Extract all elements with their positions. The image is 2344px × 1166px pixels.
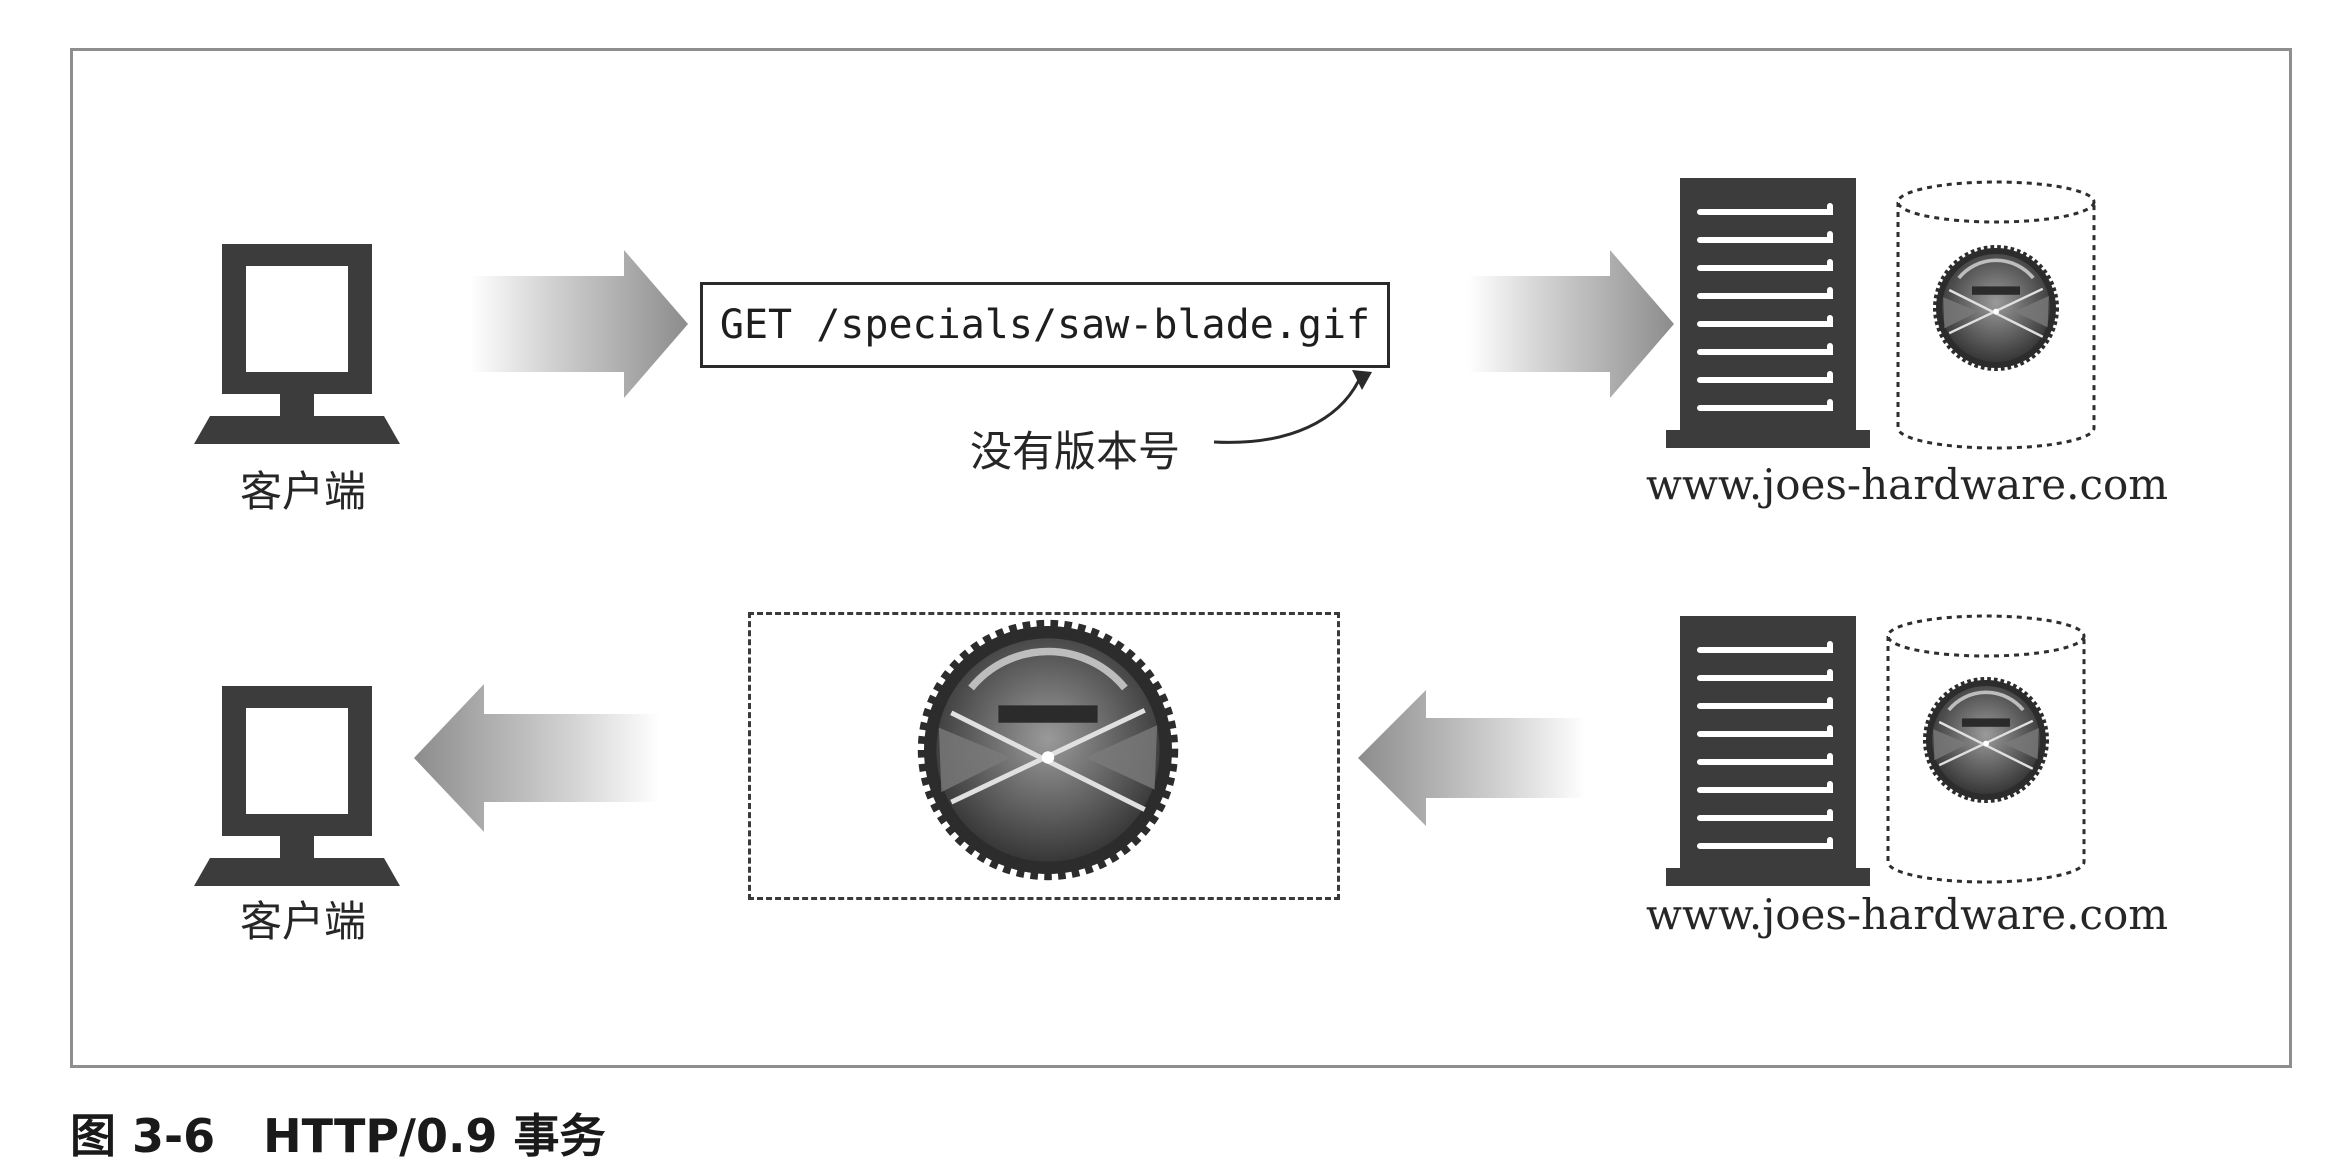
figure-caption: 图 3-6 HTTP/0.9 事务 (70, 1100, 605, 1166)
saw-blade-icon (1926, 680, 2046, 800)
server-icon (1666, 616, 1870, 886)
annotation-label: 没有版本号 (970, 427, 1181, 476)
arrow-left-icon (414, 684, 660, 832)
server-label: www.joes-hardware.com (1646, 890, 2169, 939)
annotation-pointer (1213, 377, 1362, 444)
response-body-box (748, 612, 1340, 900)
server-label: www.joes-hardware.com (1646, 460, 2169, 509)
client-label: 客户端 (240, 467, 367, 516)
client-label: 客户端 (240, 897, 367, 946)
arrow-right-icon (1468, 250, 1674, 398)
server-icon (1666, 178, 1870, 448)
arrow-right-icon (470, 250, 688, 398)
figure-title: HTTP/0.9 事务 (263, 1109, 606, 1163)
request-message: GET /specials/saw-blade.gif (700, 282, 1390, 368)
figure-number: 图 3-6 (70, 1109, 216, 1163)
saw-blade-icon (1936, 248, 2056, 368)
client-computer-icon (194, 686, 400, 886)
client-computer-icon (194, 244, 400, 444)
arrow-left-icon (1358, 690, 1586, 826)
